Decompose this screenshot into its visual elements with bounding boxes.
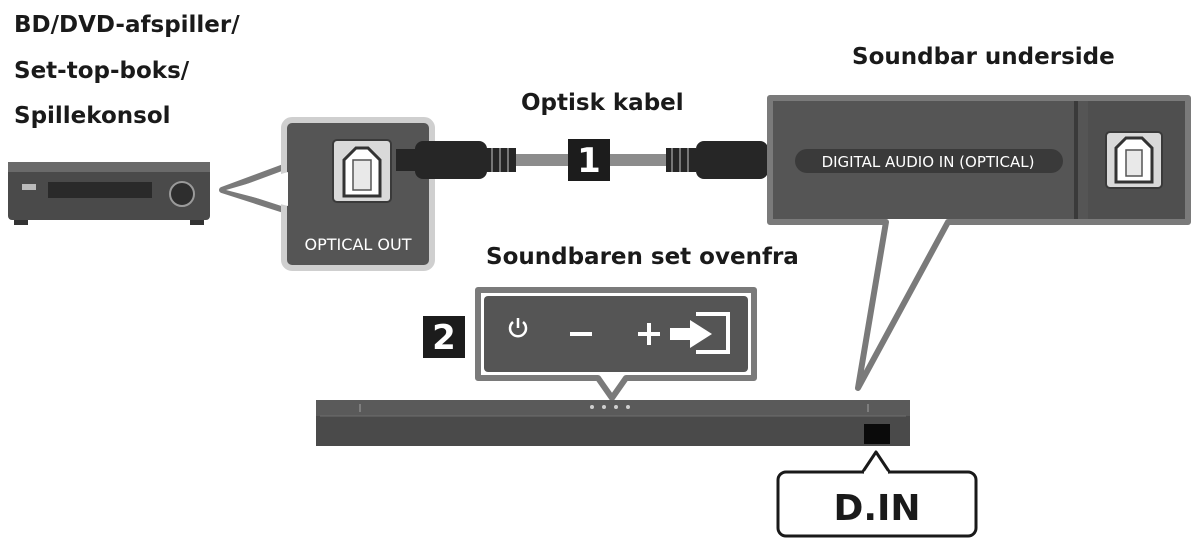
source-label-line-1: BD/DVD-afspiller/: [14, 12, 240, 38]
step-marker-2-text: 2: [432, 318, 456, 358]
soundbar-bottom-label: Soundbar underside: [852, 44, 1115, 70]
soundbar: [316, 400, 910, 446]
optical-out-label: OPTICAL OUT: [305, 235, 412, 254]
power-icon: [508, 318, 528, 338]
step-marker-1: 1: [568, 139, 610, 181]
digital-in-label: DIGITAL AUDIO IN (OPTICAL): [822, 153, 1035, 171]
optical-out-port: [332, 139, 392, 203]
volume-up-icon: [638, 323, 660, 345]
cable-label: Optisk kabel: [521, 90, 684, 116]
source-label-line-3: Spillekonsol: [14, 103, 171, 129]
din-callout: D.IN: [776, 450, 978, 538]
source-device: [8, 162, 210, 225]
din-label: D.IN: [833, 488, 920, 529]
soundbar-top-label: Soundbaren set ovenfra: [486, 244, 799, 270]
optical-cable: [396, 141, 795, 179]
top-controls-panel: [484, 296, 748, 372]
soundbar-din-port: [864, 424, 890, 444]
digital-in-label-pill: [795, 149, 1063, 173]
source-label-line-2: Set-top-boks/: [14, 58, 190, 84]
source-callout-fill: [226, 172, 288, 206]
step-marker-2: 2: [423, 316, 465, 358]
step-marker-1-text: 1: [577, 141, 601, 181]
source-input-icon: [670, 312, 730, 354]
digital-audio-in-port: [1105, 131, 1163, 189]
